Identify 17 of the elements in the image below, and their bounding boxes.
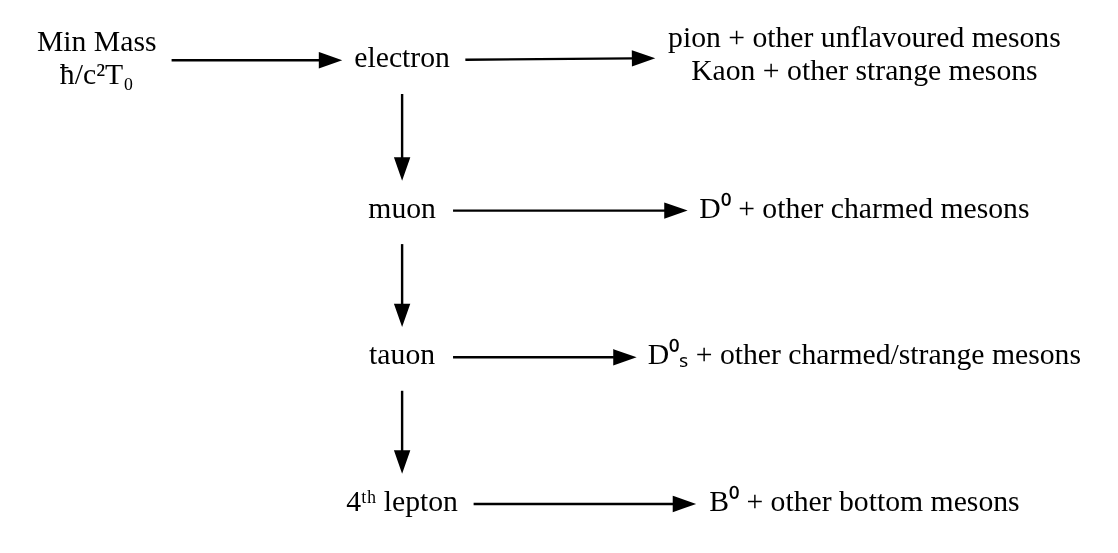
arrow xyxy=(393,244,411,328)
arrow xyxy=(465,50,656,67)
node-text: tauon xyxy=(369,338,436,371)
node-text: muon xyxy=(368,191,436,224)
node-text: B⁰ + other bottom mesons xyxy=(709,485,1020,517)
node-text: electron xyxy=(354,41,450,74)
arrow xyxy=(453,202,688,219)
node-text: D⁰ + other charmed mesons xyxy=(699,191,1030,224)
node-text: Min Mass ħ/c²T₀ xyxy=(36,24,157,90)
arrow xyxy=(453,349,637,366)
arrow xyxy=(171,52,343,69)
node-text: 4ᵗʰ lepton xyxy=(346,485,458,517)
node-text: pion + other unflavoured mesons Kaon + other strange mesons xyxy=(668,20,1061,87)
arrow xyxy=(393,94,411,181)
arrow xyxy=(393,390,411,474)
arrow xyxy=(473,495,697,513)
node-text: D⁰ₛ + other charmed/strange mesons xyxy=(647,338,1081,371)
